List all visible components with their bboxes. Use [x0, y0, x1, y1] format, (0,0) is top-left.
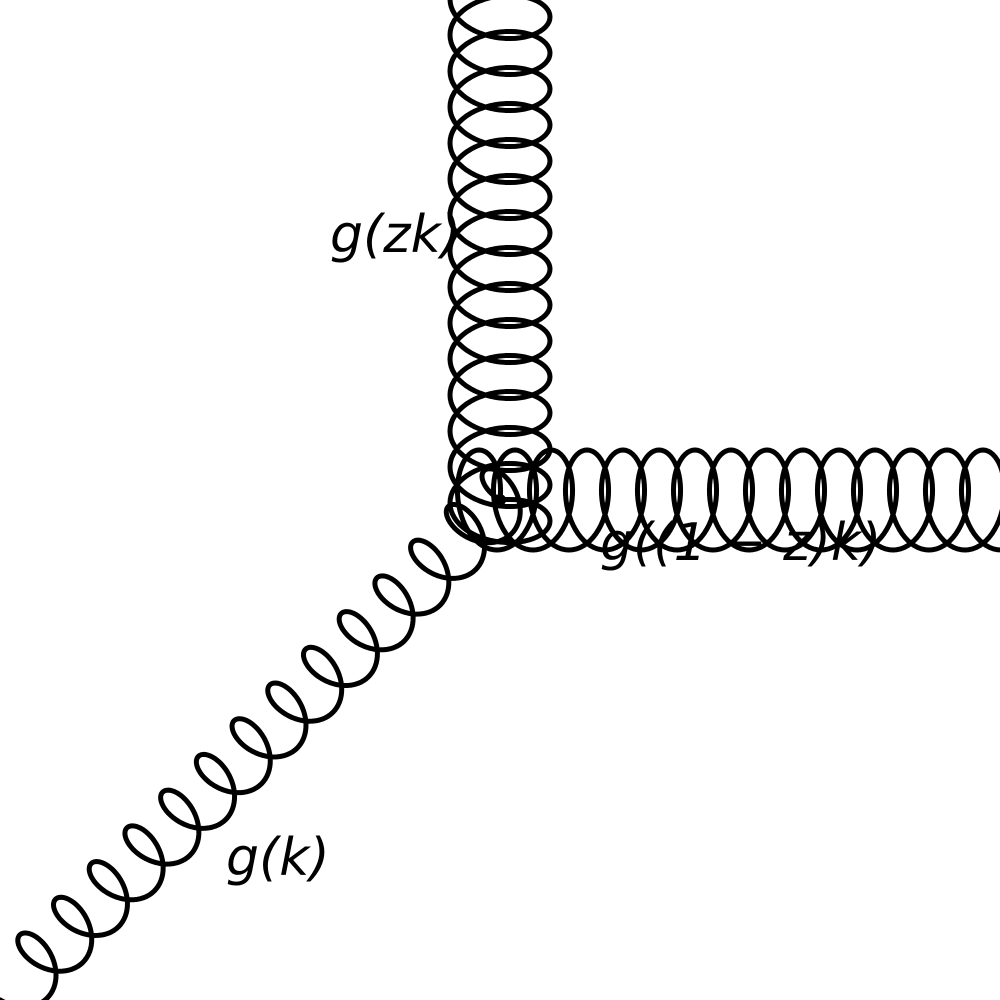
right-gluon-line — [454, 447, 1000, 553]
right-gluon-label: g((1 − z)k) — [600, 513, 881, 573]
splitting-vertex — [494, 494, 506, 506]
incoming-gluon-label: g(k) — [226, 828, 330, 888]
upper-gluon-label: g(zk) — [330, 205, 461, 265]
incoming-gluon-line — [0, 466, 523, 1000]
